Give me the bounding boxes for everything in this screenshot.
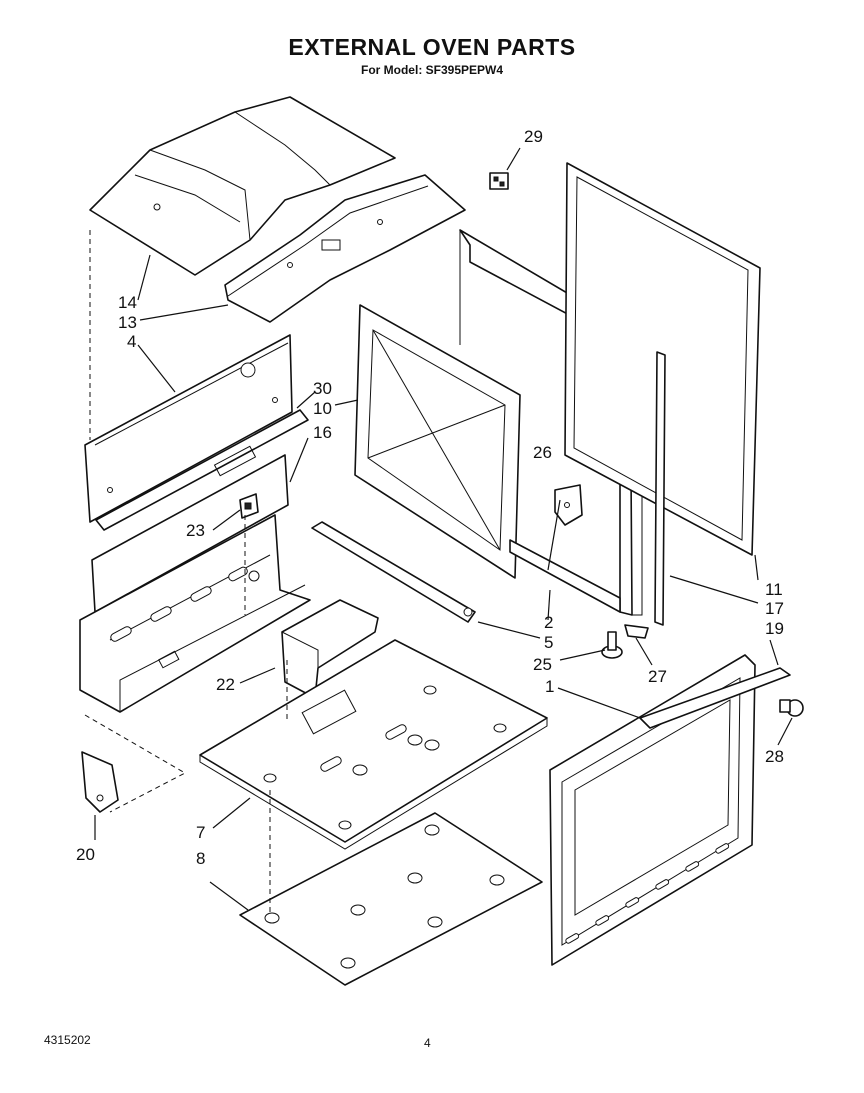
part-1-front-frame [549, 654, 756, 966]
callout-23: 23 [186, 521, 205, 540]
callout-16: 16 [313, 423, 332, 442]
lower-liner-box [79, 514, 311, 713]
callout-1: 1 [545, 677, 554, 696]
part-22-shield [281, 599, 379, 699]
callout-20: 20 [76, 845, 95, 864]
part-17-gasket [654, 351, 666, 626]
part-14-top-cover [89, 96, 396, 276]
part-28-knob [779, 699, 804, 717]
callout-29: 29 [524, 127, 543, 146]
part-27-clip [624, 624, 649, 639]
part-7-oven-bottom [199, 639, 548, 850]
part-25-foot [601, 631, 623, 659]
callout-7: 7 [196, 823, 205, 842]
part-23-clip [239, 493, 259, 519]
callout-30: 30 [313, 379, 332, 398]
callout-17: 17 [765, 599, 784, 618]
callout-4: 4 [127, 332, 136, 351]
callout-28: 28 [765, 747, 784, 766]
page-number: 4 [424, 1036, 431, 1050]
callout-14: 14 [118, 293, 137, 312]
callout-5: 5 [544, 633, 553, 652]
leader-lines [94, 147, 793, 911]
part-29-hinge [489, 172, 509, 190]
part-4-rear-panel [84, 334, 293, 523]
part-19-top-rail [639, 667, 791, 729]
part-5-side-rail [311, 521, 476, 623]
part-30-bracket [95, 409, 309, 531]
callout-26: 26 [533, 443, 552, 462]
callout-8: 8 [196, 849, 205, 868]
callout-10: 10 [313, 399, 332, 418]
part-20-bracket [81, 751, 119, 813]
part-13-rear-channel [224, 174, 466, 323]
part-8-bottom-panel [239, 812, 543, 986]
document-number: 4315202 [44, 1033, 91, 1047]
part-26-hinge-bracket [554, 484, 583, 526]
callout-27: 27 [648, 667, 667, 686]
part-10-window-glass [354, 304, 521, 579]
callout-22: 22 [216, 675, 235, 694]
page-title: EXTERNAL OVEN PARTS [288, 34, 576, 60]
callout-13: 13 [118, 313, 137, 332]
model-subtitle: For Model: SF395PEPW4 [360, 63, 504, 77]
callout-11: 11 [765, 580, 783, 599]
part-16-side-panel [91, 445, 289, 613]
callout-2: 2 [544, 613, 553, 632]
callout-25: 25 [533, 655, 552, 674]
callout-19: 19 [765, 619, 784, 638]
